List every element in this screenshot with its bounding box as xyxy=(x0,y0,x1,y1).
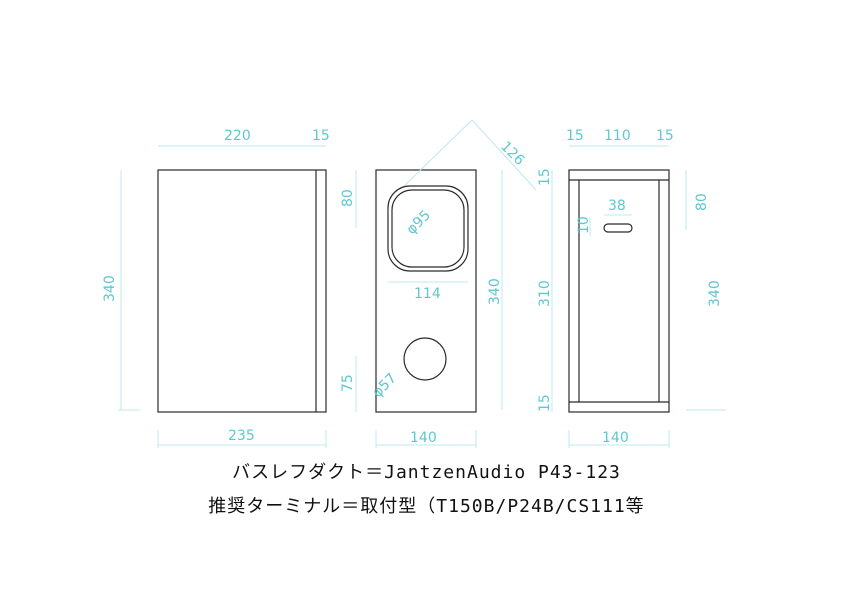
driver-diameter-label: φ95 xyxy=(404,207,434,237)
driver-offset-label: 80 xyxy=(340,189,356,207)
side-width-bottom-label: 235 xyxy=(228,428,255,444)
side-height-label: 340 xyxy=(102,275,118,302)
back-inner-height-label: 310 xyxy=(537,280,553,307)
front-view: 126 80 φ95 114 340 75 φ57 140 xyxy=(340,119,537,448)
back-inner-width-label: 110 xyxy=(604,128,631,144)
driver-inner xyxy=(391,189,465,268)
back-view: 15 110 15 15 38 10 310 15 80 340 140 xyxy=(537,128,726,448)
slot-offset-label: 80 xyxy=(694,193,710,211)
front-width-label: 140 xyxy=(410,430,437,446)
front-diagonal-label: 126 xyxy=(497,139,527,169)
front-baffle-outline xyxy=(375,169,477,413)
back-height-label: 340 xyxy=(707,280,723,307)
side-width-top-label: 220 xyxy=(224,128,251,144)
back-width-label: 140 xyxy=(602,430,629,446)
front-height-label: 340 xyxy=(487,278,503,305)
front-diagonal-dim-line-2 xyxy=(471,119,537,191)
side-panel-top-label: 15 xyxy=(312,128,330,144)
terminal-slot xyxy=(603,223,633,233)
driver-frame xyxy=(387,185,469,272)
back-bottom-panel-label: 15 xyxy=(537,394,553,412)
duct-caption: バスレフダクト＝JantzenAudio P43-123 xyxy=(232,462,621,483)
port-offset-label: 75 xyxy=(340,374,356,392)
slot-height-label: 10 xyxy=(576,216,592,234)
terminal-caption: 推奨ターミナル＝取付型（T150B/P24B/CS111等 xyxy=(208,496,645,517)
back-panel-right-label: 15 xyxy=(656,128,674,144)
back-panel-left-label: 15 xyxy=(566,128,584,144)
front-diagonal-dim-line xyxy=(403,119,473,187)
driver-width-label: 114 xyxy=(414,286,441,302)
side-panel-outline xyxy=(157,169,327,413)
bass-reflex-port xyxy=(403,337,447,381)
port-diameter-label: φ57 xyxy=(370,370,400,400)
slot-width-label: 38 xyxy=(608,198,626,214)
back-panel-outline xyxy=(568,169,670,413)
back-top-panel-label: 15 xyxy=(537,168,553,186)
side-view: 220 15 340 235 xyxy=(102,128,330,448)
